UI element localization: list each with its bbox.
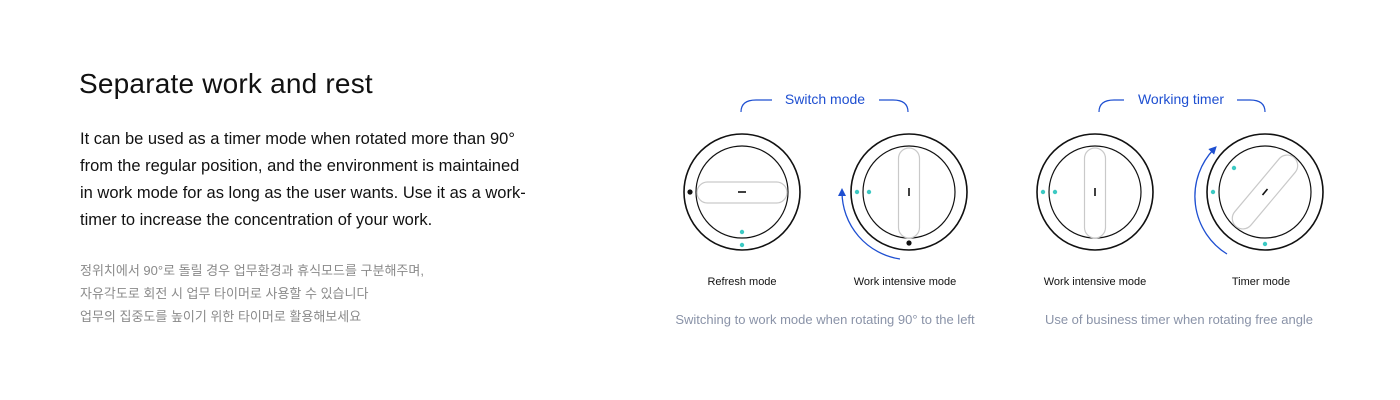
description-line: It can be used as a timer mode when rota… [80, 130, 515, 148]
description-line: from the regular position, and the envir… [80, 157, 520, 175]
korean-line: 정위치에서 90°로 돌릴 경우 업무환경과 휴식모드를 구분해주며, [80, 263, 424, 278]
dial-work-intensive-2 [1036, 133, 1154, 251]
mode-label-work-intensive: Work intensive mode [1043, 276, 1147, 288]
dial-refresh [683, 133, 801, 251]
korean-description: 정위치에서 90°로 돌릴 경우 업무환경과 휴식모드를 구분해주며, 자유각도… [80, 259, 580, 328]
indicator-dot [906, 240, 912, 246]
teal-dot [1262, 241, 1268, 247]
mode-label-timer: Timer mode [1231, 276, 1291, 288]
teal-dot [1210, 189, 1216, 195]
group-header-working-timer: Working timer [1137, 91, 1225, 107]
korean-line: 업무의 집중도를 높이기 위한 타이머로 활용해보세요 [80, 309, 362, 324]
teal-dot [1040, 189, 1046, 195]
header-bracket-right [879, 99, 909, 113]
rotation-arrow [838, 188, 901, 260]
header-bracket-right [1237, 99, 1266, 113]
dial-work-intensive-1 [838, 133, 968, 260]
section-title: Separate work and rest [79, 68, 373, 99]
mode-label-refresh: Refresh mode [707, 276, 777, 288]
header-bracket-left [1098, 99, 1124, 113]
caption-switch-mode: Switching to work mode when rotating 90°… [675, 312, 975, 327]
teal-dot [1231, 165, 1237, 171]
header-bracket-left [740, 99, 772, 113]
teal-dot [866, 189, 872, 195]
teal-dot [739, 229, 745, 235]
description-line: in work mode for as long as the user wan… [80, 184, 526, 202]
description: It can be used as a timer mode when rota… [80, 126, 580, 234]
rotation-arrow [1194, 146, 1228, 255]
teal-dot [1052, 189, 1058, 195]
korean-line: 자유각도로 회전 시 업무 타이머로 사용할 수 있습니다 [80, 286, 369, 301]
teal-dot [739, 242, 745, 248]
dial-timer [1194, 133, 1324, 255]
caption-working-timer: Use of business timer when rotating free… [1044, 312, 1314, 327]
indicator-dot [687, 189, 693, 195]
group-header-switch-mode: Switch mode [784, 91, 866, 107]
description-line: timer to increase the concentration of y… [80, 211, 433, 229]
teal-dot [854, 189, 860, 195]
mode-label-work-intensive: Work intensive mode [853, 276, 957, 288]
